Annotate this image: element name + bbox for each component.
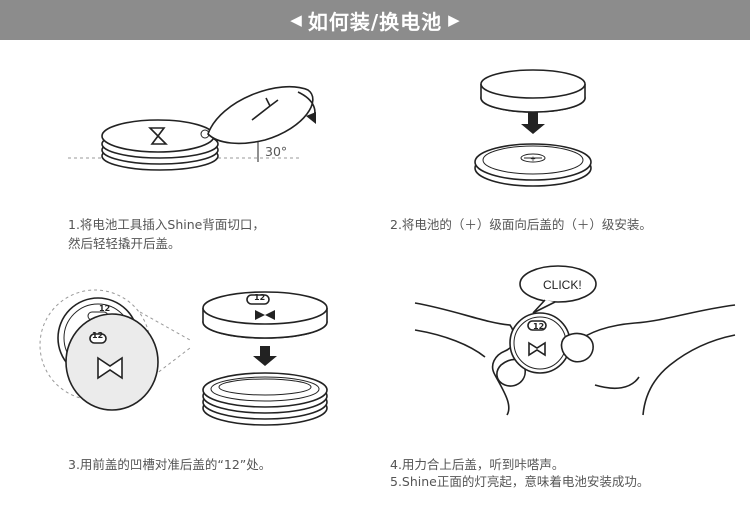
step2-battery-sign: +	[530, 154, 535, 164]
rotate-arrow-icon	[306, 112, 316, 124]
step1-angle-label: 30°	[265, 144, 288, 159]
down-arrow-icon	[521, 112, 545, 134]
step5-caption-line1: 5.Shine正面的灯亮起，意味着电池安装成功。	[390, 474, 650, 489]
step4-caption-line1: 4.用力合上后盖，听到咔嗒声。	[390, 457, 565, 472]
step1-caption-line2: 然后轻轻撬开后盖。	[68, 236, 181, 251]
step4-dial-label: 12	[533, 322, 545, 331]
header-banner: ◀ 如何装/换电池 ▶	[0, 0, 750, 40]
hourglass-logo-icon	[148, 127, 168, 145]
step3-dial-label-device: 12	[254, 293, 266, 302]
step1-caption-line1: 1.将电池工具插入Shine背面切口，	[68, 217, 265, 232]
step3-down-arrow-icon	[253, 346, 277, 366]
step3-caption-line1: 3.用前盖的凹槽对准后盖的“12”处。	[68, 457, 272, 472]
step4-illustration	[414, 265, 736, 416]
bowtie-logo-icon	[97, 356, 123, 380]
step2-illustration: +	[474, 69, 592, 187]
step1-illustration	[68, 85, 316, 171]
step3-dial-label-outer: 12	[99, 304, 111, 313]
step4-bubble-text: CLICK!	[543, 278, 582, 292]
step3-illustration	[39, 289, 328, 426]
page-title: 如何装/换电池	[307, 9, 443, 34]
step4-bowtie-logo-icon	[528, 341, 546, 357]
step2-caption-line1: 2.将电池的（＋）级面向后盖的（＋）级安装。	[390, 217, 652, 232]
right-triangle-icon: ▶	[448, 10, 460, 29]
battery-tool-icon	[251, 97, 279, 121]
step3-dial-label-inner: 12	[92, 331, 104, 340]
left-triangle-icon: ◀	[290, 10, 302, 29]
